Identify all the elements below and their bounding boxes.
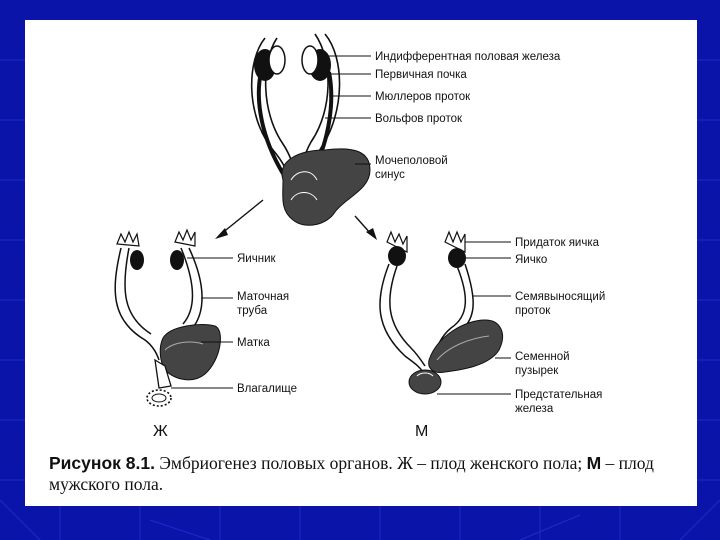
urogenital-sinus xyxy=(282,149,370,225)
ovary-right xyxy=(170,250,184,270)
label-epididymis: Придаток яичка xyxy=(515,237,600,249)
label-uterine-tube-2: труба xyxy=(237,305,268,317)
label-indifferent-gonad: Индифферентная половая железа xyxy=(375,51,561,63)
figure-card: Индифферентная половая железа Первичная … xyxy=(25,20,697,506)
label-primary-kidney: Первичная почка xyxy=(375,69,467,81)
vas-deferens-left xyxy=(380,264,423,372)
label-muller-duct: Мюллеров проток xyxy=(375,91,471,103)
label-ovary: Яичник xyxy=(237,253,276,265)
indifferent-gonad-left xyxy=(269,46,285,74)
label-urogenital-sinus-2: синус xyxy=(375,169,405,181)
figure-caption: Рисунок 8.1. Эмбриогенез половых органов… xyxy=(49,453,679,495)
arrow-to-female xyxy=(221,200,263,234)
fimbria-right xyxy=(175,230,195,246)
label-uterus: Матка xyxy=(237,337,270,349)
label-vas-deferens-1: Семявыносящий xyxy=(515,291,605,303)
panel-letter-male: М xyxy=(415,423,428,440)
label-vas-deferens-2: проток xyxy=(515,305,551,317)
testis-left xyxy=(388,246,406,266)
label-vagina: Влагалище xyxy=(237,383,297,395)
label-prostate-1: Предстательная xyxy=(515,389,602,401)
uterus xyxy=(160,325,220,380)
label-urogenital-sinus-1: Мочеполовой xyxy=(375,155,448,167)
fimbria-left xyxy=(117,232,139,246)
label-uterine-tube-1: Маточная xyxy=(237,291,289,303)
embryogenesis-diagram: Индифферентная половая железа Первичная … xyxy=(25,20,697,506)
label-prostate-2: железа xyxy=(515,403,554,415)
prostate xyxy=(409,370,441,394)
label-wolff-duct: Вольфов проток xyxy=(375,113,463,125)
female-organs: Яичник Маточная труба Матка Влагалище Ж xyxy=(115,230,297,440)
caption-male-letter: М xyxy=(587,453,602,473)
label-seminal-vesicle-2: пузырек xyxy=(515,365,559,377)
embryo-stage: Индифферентная половая железа Первичная … xyxy=(252,34,561,225)
caption-text: Эмбриогенез половых органов. Ж – плод же… xyxy=(155,453,587,473)
caption-figure-number: Рисунок 8.1. xyxy=(49,453,155,473)
indifferent-gonad-right xyxy=(302,46,318,74)
seminal-vesicle xyxy=(429,320,503,373)
label-seminal-vesicle-1: Семенной xyxy=(515,351,570,363)
testis-right xyxy=(448,248,466,268)
ovary-left xyxy=(130,250,144,270)
male-organs: Придаток яичка Яичко Семявыносящий прото… xyxy=(380,232,605,440)
label-testis: Яичко xyxy=(515,254,547,266)
panel-letter-female: Ж xyxy=(153,423,168,440)
